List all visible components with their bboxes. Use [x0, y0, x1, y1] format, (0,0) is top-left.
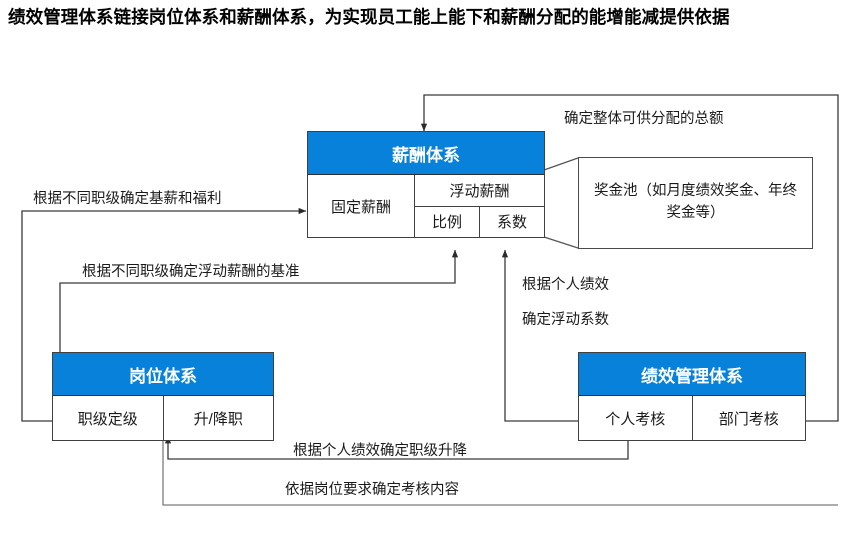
label-individual-perf-line2: 确定浮动系数 — [522, 312, 609, 328]
wire-total-amount — [420, 94, 839, 422]
callout-bonus-pool[interactable]: 奖金池（如月度绩效奖金、年终奖金等） — [578, 157, 813, 249]
salary-system-header: 薪酬体系 — [308, 132, 544, 174]
wire-grade-change — [164, 435, 629, 460]
performance-system-header: 绩效管理体系 — [579, 353, 805, 395]
node-performance-system[interactable]: 绩效管理体系 个人考核 部门考核 — [578, 352, 806, 441]
position-system-header: 岗位体系 — [53, 353, 273, 395]
wire-base-benefits — [21, 207, 307, 422]
cell-department-assessment[interactable]: 部门考核 — [691, 396, 806, 440]
label-floating-baseline: 根据不同职级确定浮动薪酬的基准 — [82, 264, 300, 280]
label-individual-perf-line1: 根据个人绩效 — [522, 277, 609, 293]
performance-system-body: 个人考核 部门考核 — [579, 395, 805, 440]
wire-coefficient — [501, 249, 578, 422]
salary-system-body: 固定薪酬 浮动薪酬 比例 系数 — [308, 174, 544, 237]
cell-individual-assessment[interactable]: 个人考核 — [605, 410, 666, 428]
label-base-and-benefits: 根据不同职级确定基薪和福利 — [33, 191, 222, 207]
cell-floating-pay[interactable]: 浮动薪酬 — [449, 182, 510, 200]
floating-pay-group: 浮动薪酬 比例 系数 — [414, 175, 544, 237]
wire-bonus-callout — [543, 157, 579, 171]
wire-assessment-content — [162, 441, 838, 506]
cell-promotion-demotion[interactable]: 升/降职 — [162, 396, 274, 440]
cell-ratio[interactable]: 比例 — [431, 214, 462, 232]
label-total-amount: 确定整体可供分配的总额 — [564, 111, 724, 127]
cell-fixed-pay[interactable]: 固定薪酬 — [330, 198, 391, 216]
floating-pay-subcells: 比例 系数 — [415, 205, 544, 237]
cell-coefficient[interactable]: 系数 — [479, 206, 544, 237]
position-system-body: 职级定级 升/降职 — [53, 395, 273, 440]
label-assessment-content: 依据岗位要求确定考核内容 — [285, 482, 459, 498]
cell-job-grading[interactable]: 职级定级 — [77, 410, 138, 428]
node-position-system[interactable]: 岗位体系 职级定级 升/降职 — [52, 352, 274, 441]
label-grade-change: 根据个人绩效确定职级升降 — [293, 443, 467, 459]
wire-bonus-callout-lower — [543, 236, 579, 249]
page-title: 绩效管理体系链接岗位体系和薪酬体系，为实现员工能上能下和薪酬分配的能增能减提供依… — [8, 7, 730, 27]
node-salary-system[interactable]: 薪酬体系 固定薪酬 浮动薪酬 比例 系数 — [307, 131, 545, 238]
